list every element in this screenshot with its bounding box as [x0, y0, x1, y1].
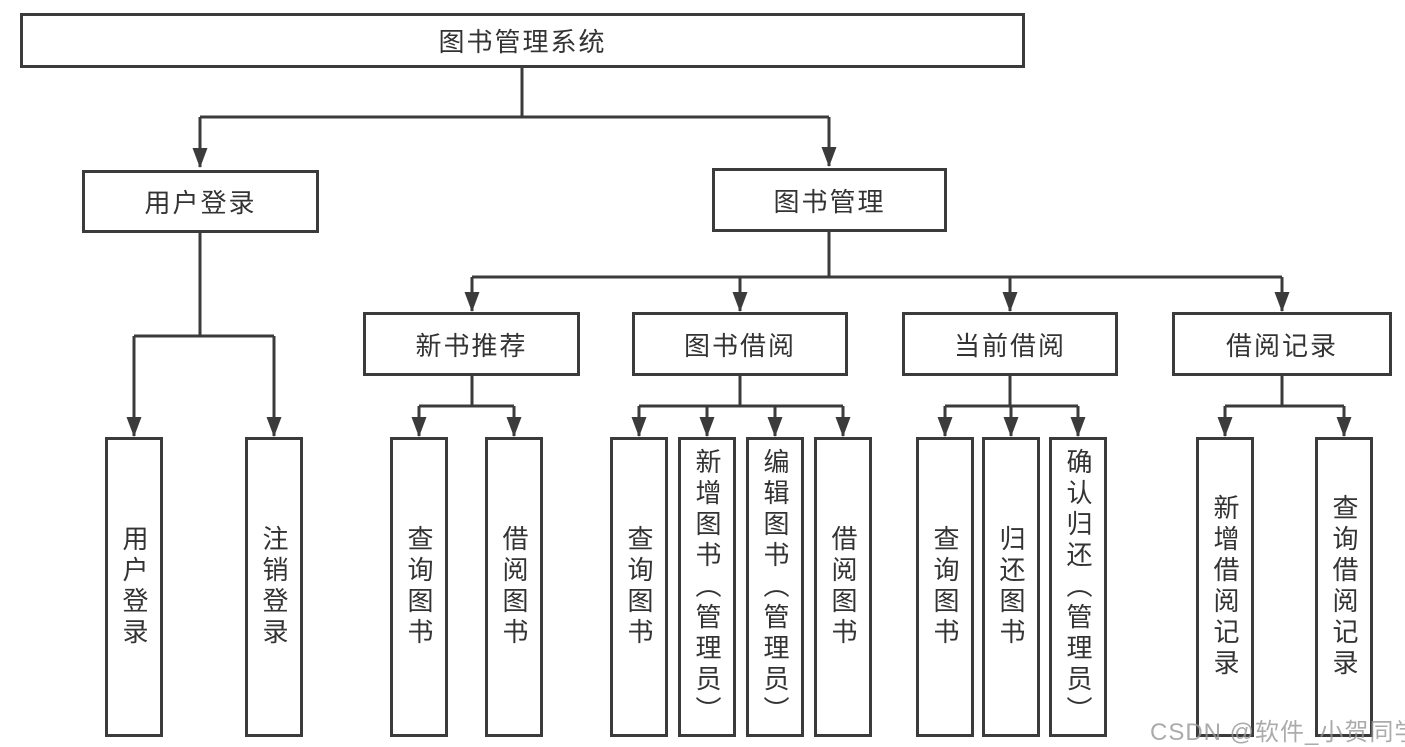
leaf-confirm-return-admin: 确认归还（管理员） [1049, 437, 1107, 737]
node-label: 图书管理 [773, 186, 886, 217]
leaf-label: 查询图书 [624, 525, 654, 649]
leaf-label: 用户登录 [119, 525, 149, 649]
node-user-login: 用户登录 [82, 170, 319, 233]
leaf-edit-books-admin: 编辑图书（管理员） [746, 437, 804, 737]
leaf-logout: 注销登录 [245, 437, 303, 737]
leaf-label: 查询借阅记录 [1329, 494, 1359, 680]
leaf-add-books-admin: 新增图书（管理员） [678, 437, 736, 737]
node-label: 图书借阅 [683, 330, 796, 361]
leaf-borrow-books-1: 借阅图书 [485, 437, 543, 737]
leaf-label: 借阅图书 [499, 525, 529, 649]
leaf-user-login: 用户登录 [105, 437, 163, 737]
node-new-book-recommend: 新书推荐 [363, 312, 580, 376]
leaf-return-books: 归还图书 [982, 437, 1040, 737]
node-label: 新书推荐 [415, 330, 528, 361]
node-current-borrow: 当前借阅 [902, 312, 1118, 376]
node-book-borrow: 图书借阅 [632, 312, 848, 376]
leaf-label: 查询图书 [404, 525, 434, 649]
leaf-query-books-2: 查询图书 [610, 437, 668, 737]
leaf-query-borrow-record: 查询借阅记录 [1315, 437, 1373, 737]
leaf-add-borrow-record: 新增借阅记录 [1196, 437, 1254, 737]
node-root-label: 图书管理系统 [438, 27, 607, 57]
leaf-label: 查询图书 [930, 525, 960, 649]
node-borrow-records: 借阅记录 [1172, 312, 1392, 376]
node-book-management: 图书管理 [712, 168, 947, 232]
leaf-label: 借阅图书 [828, 525, 858, 649]
leaf-borrow-books-2: 借阅图书 [814, 437, 872, 737]
node-label: 借阅记录 [1225, 330, 1338, 361]
leaf-label: 编辑图书（管理员） [760, 447, 790, 727]
leaf-query-books-1: 查询图书 [390, 437, 448, 737]
leaf-query-books-3: 查询图书 [916, 437, 974, 737]
node-root: 图书管理系统 [20, 13, 1025, 68]
node-label: 当前借阅 [953, 330, 1066, 361]
node-label: 用户登录 [144, 188, 257, 218]
leaf-label: 注销登录 [259, 525, 289, 649]
leaf-label: 归还图书 [996, 525, 1026, 649]
leaf-label: 确认归还（管理员） [1063, 447, 1093, 727]
leaf-label: 新增借阅记录 [1210, 494, 1240, 680]
leaf-label: 新增图书（管理员） [692, 447, 722, 727]
